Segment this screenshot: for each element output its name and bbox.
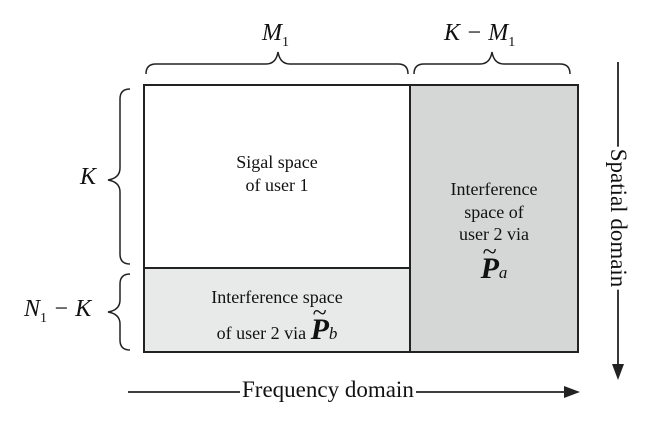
brace-k <box>107 88 131 265</box>
brace-m1 <box>145 51 409 75</box>
label-k: K <box>80 164 97 190</box>
label-m1: M1 <box>262 20 289 50</box>
spatial-axis-label: Spatial domain <box>605 146 631 290</box>
interference-a-label: Interference space of user 2 via ~Pa <box>450 179 538 285</box>
label-n1-minus-k: N1 − K <box>24 296 92 326</box>
spatial-axis-arrowhead <box>612 364 624 380</box>
interference-a-block <box>409 84 579 353</box>
brace-n1-minus-k <box>107 273 131 351</box>
brace-k-minus-m1 <box>413 51 571 75</box>
signal-space-block <box>143 84 411 269</box>
signal-space-label: Sigal space of user 1 <box>236 152 318 195</box>
interference-b-block <box>143 267 411 353</box>
p-tilde-a-symbol: ~P <box>480 236 499 285</box>
frequency-axis-label: Frequency domain <box>240 377 416 403</box>
p-tilde-b-symbol: ~P <box>310 297 329 346</box>
frequency-axis-arrowhead <box>564 386 580 398</box>
interference-b-label: Interference space of user 2 via ~Pb <box>211 287 343 346</box>
label-k-minus-m1: K − M1 <box>444 20 516 50</box>
